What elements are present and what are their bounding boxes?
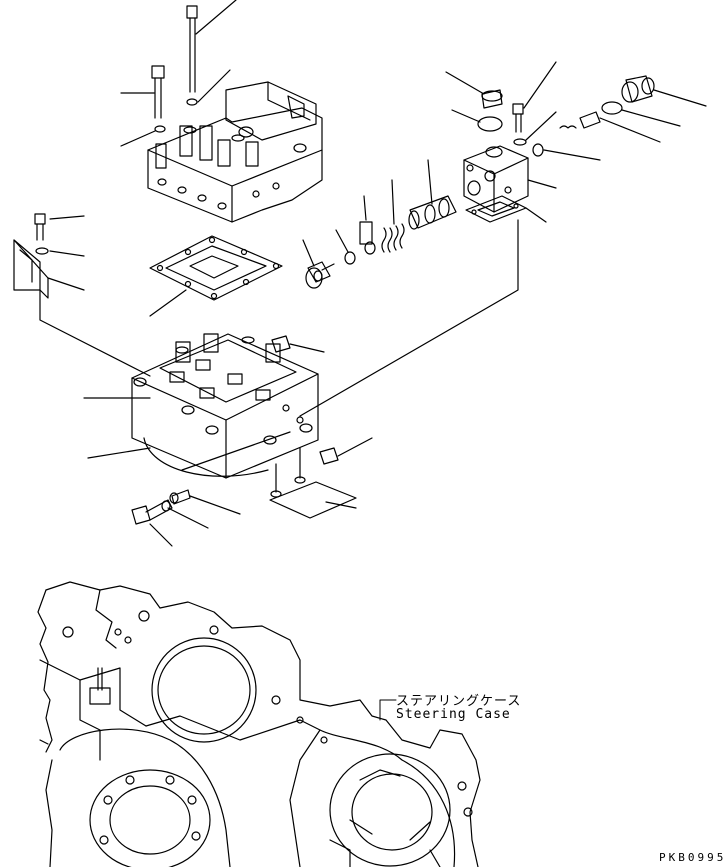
- spring: [381, 179, 405, 253]
- assembly-line-fitting: [181, 431, 291, 471]
- leader-housing-2: [87, 447, 151, 459]
- o-ring-small: [161, 500, 209, 529]
- upper-valve-body: [147, 81, 323, 223]
- long-bolt: [186, 0, 237, 93]
- plug-with-o-ring: [302, 239, 335, 289]
- steering-case-label-en: Steering Case: [396, 707, 511, 722]
- gasket: [149, 235, 283, 317]
- steering-case: [37, 581, 481, 867]
- corner-mark: [39, 739, 49, 745]
- drawing-code: PKB0995: [659, 851, 727, 864]
- washer-2: [120, 125, 166, 147]
- steering-case-label-jp: ステアリングケース: [396, 694, 522, 709]
- housing-plug-1: [271, 335, 325, 353]
- bracket-washer: [35, 247, 85, 257]
- elbow-fitting: [131, 492, 179, 547]
- lower-gasket: [269, 447, 357, 519]
- assembly-line-bracket: [39, 289, 151, 377]
- mounting-bracket: [13, 239, 85, 299]
- cap-plug: [445, 71, 503, 109]
- small-washer: [513, 111, 557, 146]
- retainer-pin: [359, 195, 376, 255]
- large-plug: [621, 75, 707, 107]
- small-valve-body: [463, 145, 557, 213]
- nozzle-fitting: [559, 111, 661, 143]
- housing-plug-2: [319, 437, 373, 465]
- main-valve-housing: [131, 333, 319, 479]
- small-plug: [532, 143, 601, 161]
- seal-disc: [451, 109, 503, 132]
- small-bolt: [512, 61, 557, 133]
- short-bolt: [120, 65, 165, 119]
- small-gasket: [465, 195, 547, 223]
- washer-1: [186, 69, 231, 106]
- o-ring: [335, 229, 356, 265]
- assembly-line-small-valve: [299, 219, 519, 417]
- bracket-bolt: [34, 213, 85, 241]
- o-ring-large: [601, 101, 681, 127]
- nipple: [171, 489, 241, 515]
- spool: [408, 159, 457, 230]
